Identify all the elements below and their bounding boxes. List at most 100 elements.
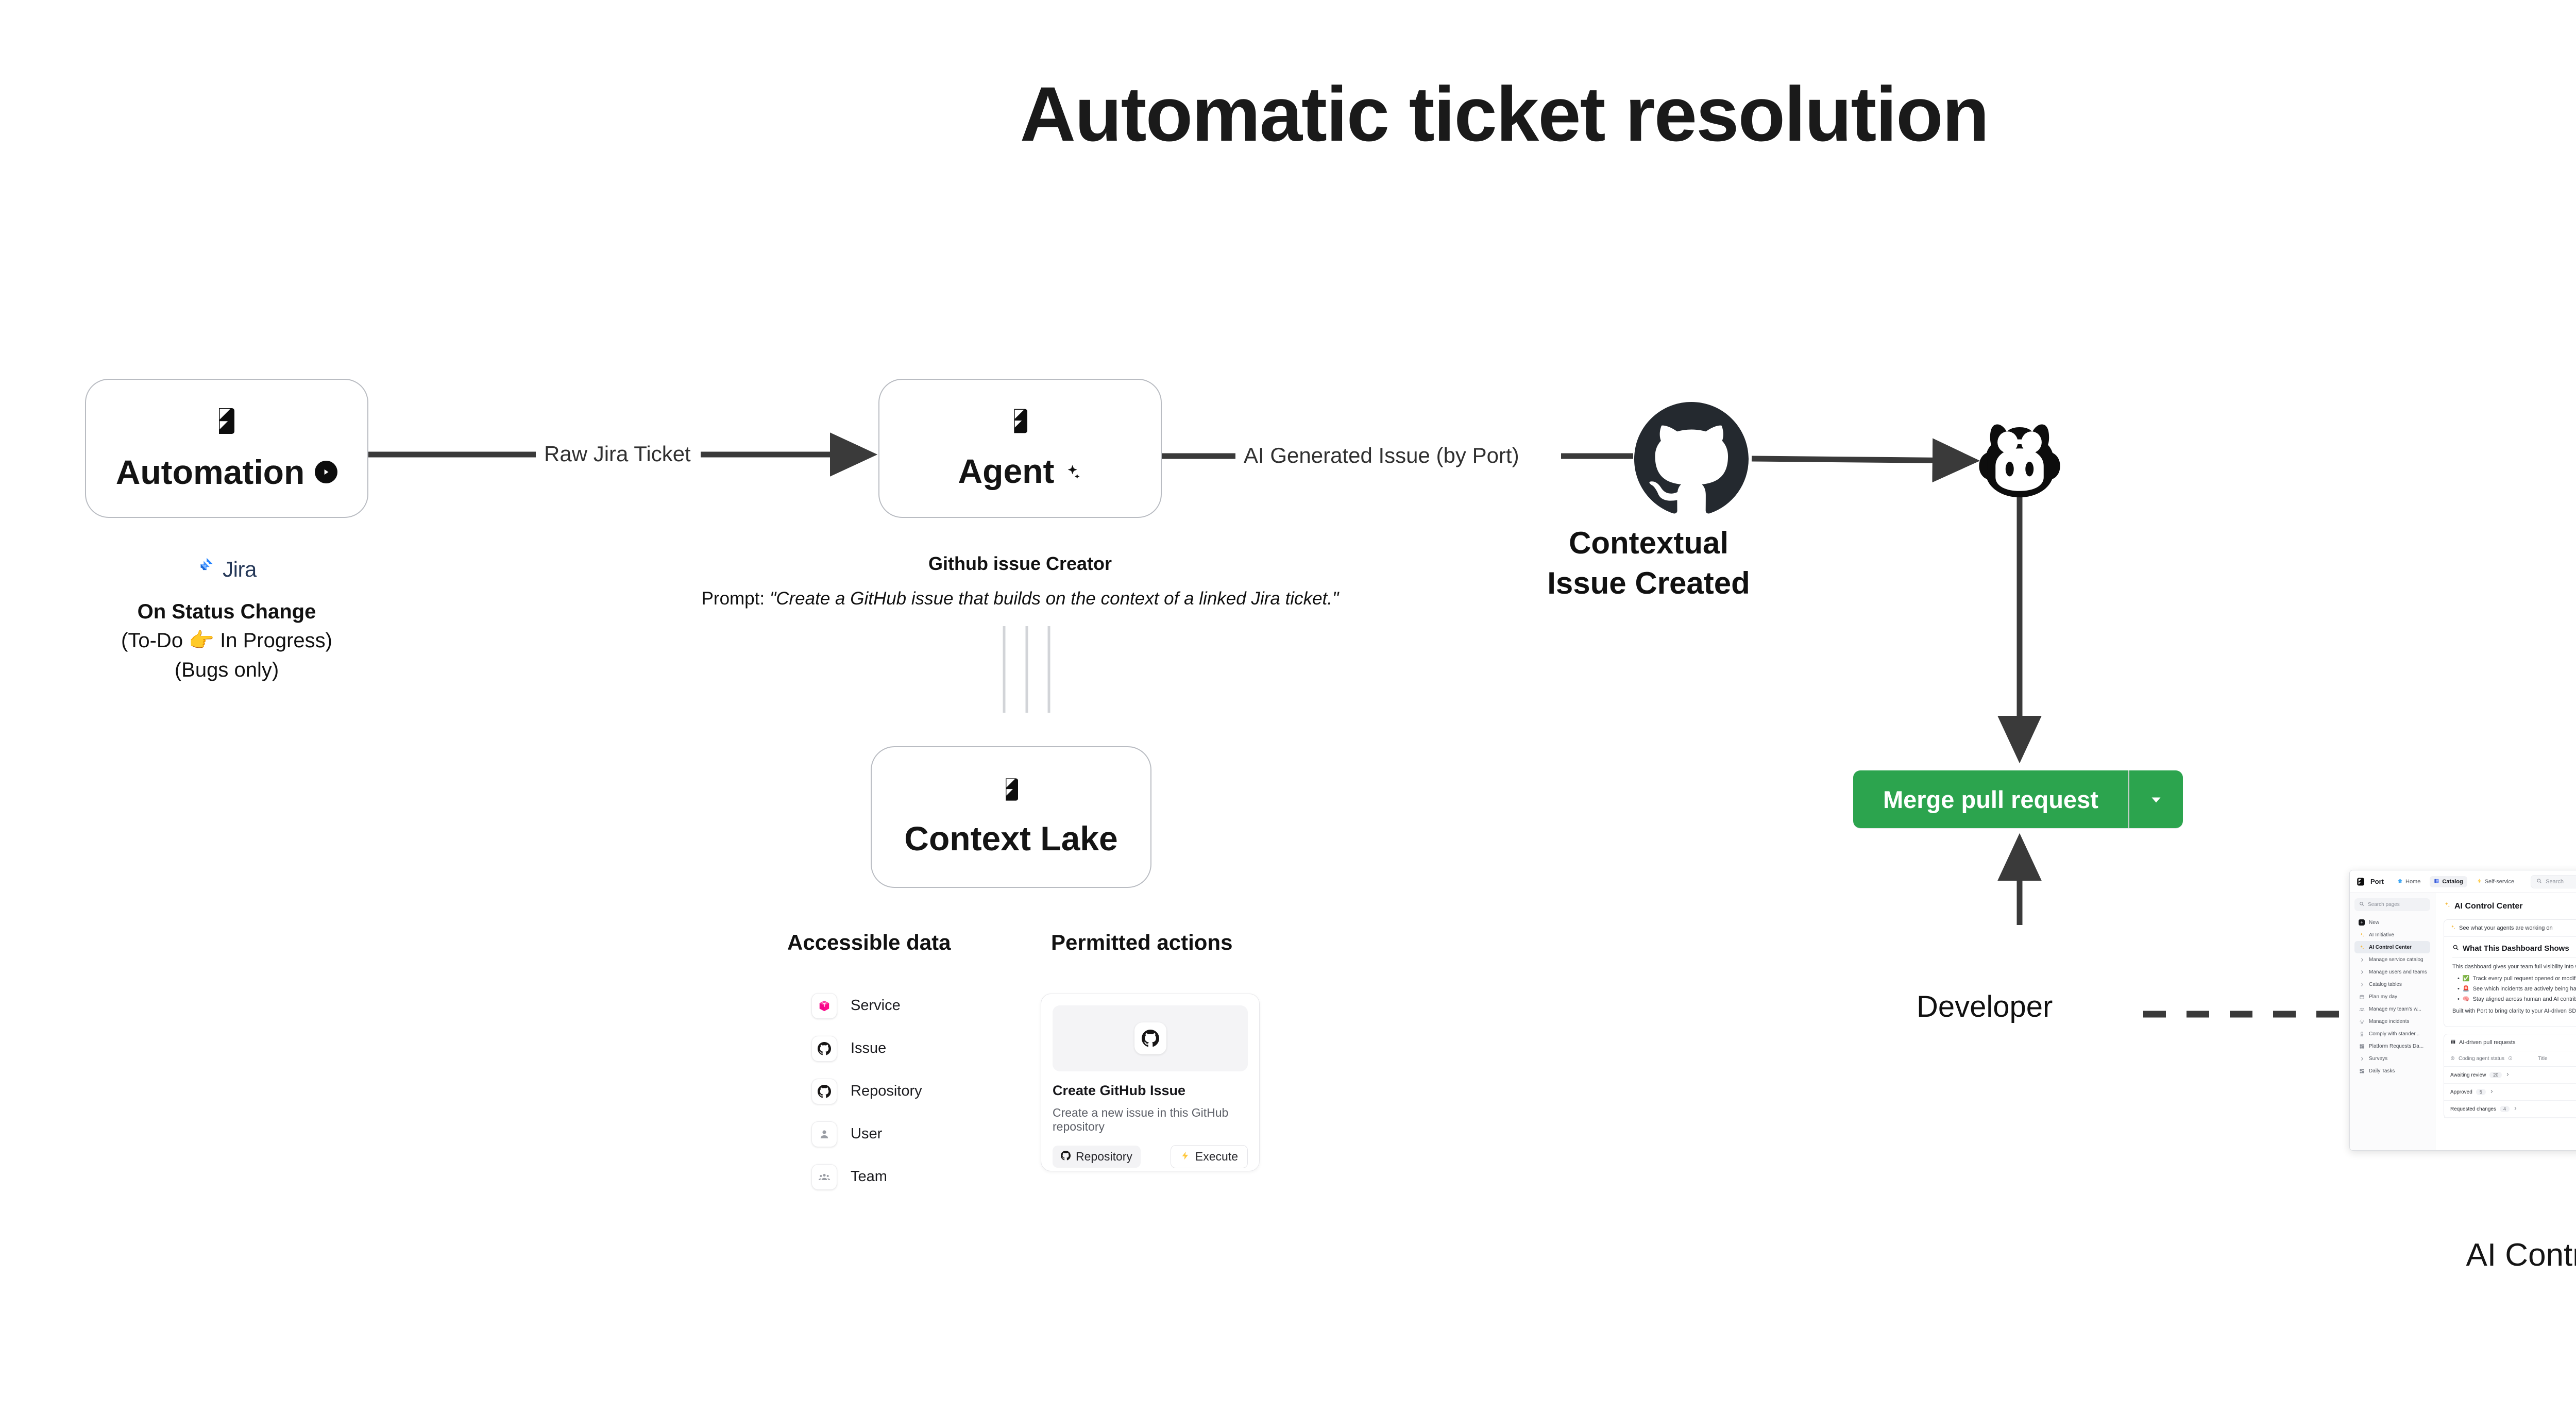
developer-label: Developer <box>1917 990 2053 1023</box>
agent-caption: Github issue Creator Prompt: "Create a G… <box>536 550 1504 612</box>
github-octocat-icon <box>1634 402 1749 519</box>
sidebar-item-plan-my-day[interactable]: Plan my day <box>2354 990 2430 1003</box>
status-label: Approved <box>2450 1089 2472 1095</box>
play-icon <box>315 460 338 483</box>
people-group-icon <box>811 1164 837 1190</box>
jira-logo-icon <box>197 554 216 584</box>
lightning-bolt-icon <box>2477 878 2482 885</box>
agent-caption-title: Github issue Creator <box>928 553 1112 574</box>
people-group-icon <box>2359 1006 2365 1012</box>
list-item-label: User <box>851 1125 883 1142</box>
column-header-status[interactable]: Coding agent status <box>2450 1056 2538 1062</box>
merge-pull-request-label: Merge pull request <box>1853 770 2128 828</box>
repository-tag[interactable]: Repository <box>1053 1146 1141 1168</box>
button-divider <box>2128 770 2129 828</box>
sidebar-item-manage-my-teams-work[interactable]: Manage my team's w... <box>2354 1003 2430 1015</box>
cell-status: Requested changes 4 <box>2450 1106 2538 1112</box>
page-title: AI Control Center <box>2444 901 2522 911</box>
prompt-text: "Create a GitHub issue that builds on th… <box>769 589 1339 609</box>
sidebar-item-ai-initiative[interactable]: AI Initiative <box>2354 929 2430 941</box>
nav-self-service[interactable]: Self-service <box>2472 876 2518 887</box>
port-logo-icon <box>211 406 242 439</box>
action-card-footer: Repository Execute <box>1053 1145 1248 1168</box>
app-body: Search pages + New AI Initiative AI Cont… <box>2350 893 2576 1150</box>
ai-driven-pull-requests-panel: AI-driven pull requests Coding agent sta… <box>2444 1034 2576 1118</box>
sidebar-search-input[interactable]: Search pages <box>2354 898 2430 911</box>
dashboard-footer: Built with Port to bring clarity to your… <box>2452 1008 2576 1014</box>
app-content: AI Control Center Widget <box>2435 893 2576 1150</box>
automation-scope: (Bugs only) <box>174 659 279 682</box>
sidebar-item-catalog-tables[interactable]: Catalog tables <box>2354 978 2430 990</box>
sidebar-item-comply-with-standards[interactable]: Comply with stander... <box>2354 1028 2430 1040</box>
permitted-actions-heading: Permitted actions <box>1051 930 1233 954</box>
table-row[interactable]: Awaiting review 20 <box>2444 1067 2576 1084</box>
node-automation[interactable]: Automation <box>85 379 368 518</box>
app-topbar: Port Home Catalog Self-service Search ⌘ … <box>2350 870 2576 893</box>
sidebar-item-surveys[interactable]: Surveys <box>2354 1052 2430 1065</box>
chevron-right-icon[interactable] <box>2505 1072 2510 1078</box>
chevron-right-icon[interactable] <box>2513 1106 2517 1112</box>
table-row[interactable]: Approved 5 <box>2444 1084 2576 1101</box>
node-agent[interactable]: Agent <box>878 379 1162 518</box>
bullet-text: See which incidents are actively being h… <box>2472 985 2576 992</box>
search-input[interactable]: Search ⌘ K <box>2531 875 2576 888</box>
table-row[interactable]: Requested changes 4 <box>2444 1101 2576 1118</box>
list-item-label: Team <box>851 1168 887 1185</box>
sidebar-item-manage-service-catalog[interactable]: Manage service catalog <box>2354 953 2430 966</box>
list-item[interactable]: Repository <box>811 1070 1028 1113</box>
sparkles-icon <box>2450 924 2456 932</box>
info-icon <box>2508 1056 2513 1062</box>
github-mark-icon <box>1134 1022 1166 1054</box>
node-agent-label: Agent <box>958 451 1082 491</box>
chevron-right-icon[interactable] <box>2489 1089 2494 1095</box>
home-icon <box>2397 878 2403 885</box>
merge-pull-request-button[interactable]: Merge pull request <box>1853 770 2183 828</box>
github-caption: Contextual Issue Created <box>1458 523 1839 603</box>
sidebar-item-manage-users-and-teams[interactable]: Manage users and teams <box>2354 966 2430 978</box>
node-context-lake[interactable]: Context Lake <box>871 746 1151 888</box>
filter-icon <box>2450 1056 2455 1062</box>
sidebar-item-daily-tasks[interactable]: Daily Tasks <box>2354 1065 2430 1077</box>
dashboard-bullets: • ✅ Track every pull request opened or m… <box>2458 975 2576 1003</box>
sidebar-item-new[interactable]: + New <box>2354 916 2430 929</box>
list-item[interactable]: Issue <box>811 1027 1028 1070</box>
github-mark-icon <box>1061 1150 1071 1164</box>
sidebar-item-ai-control-center[interactable]: AI Control Center <box>2354 941 2430 953</box>
list-item[interactable]: Service <box>811 984 1028 1027</box>
column-header-title[interactable]: Title <box>2538 1056 2548 1062</box>
action-card-create-github-issue[interactable]: Create GitHub Issue Create a new issue i… <box>1041 994 1260 1171</box>
chevron-down-icon[interactable] <box>2129 770 2183 828</box>
execute-button[interactable]: Execute <box>1170 1145 1248 1168</box>
nav-catalog[interactable]: Catalog <box>2430 876 2467 887</box>
ai-control-center-screenshot[interactable]: Port Home Catalog Self-service Search ⌘ … <box>2349 870 2576 1151</box>
github-copilot-icon <box>1974 418 2065 507</box>
cell-status: Approved 5 <box>2450 1089 2538 1095</box>
chevron-right-icon <box>2359 1055 2365 1062</box>
nav-home[interactable]: Home <box>2393 876 2425 887</box>
sidebar-item-manage-incidents[interactable]: Manage incidents <box>2354 1015 2430 1028</box>
cell-status: Awaiting review 20 <box>2450 1072 2538 1078</box>
accessible-data-list: Service Issue Repository User Team <box>811 984 1028 1198</box>
port-logo-icon <box>1006 407 1035 438</box>
sparkles-icon <box>2444 901 2451 911</box>
list-item[interactable]: User <box>811 1113 1028 1155</box>
execute-button-label: Execute <box>1195 1150 1238 1163</box>
page-header: AI Control Center Widget <box>2444 900 2576 913</box>
sidebar-item-platform-requests-dashboard[interactable]: Platform Requests Da... <box>2354 1040 2430 1052</box>
list-item: • ✅ Track every pull request opened or m… <box>2458 975 2576 982</box>
port-logo-icon <box>2356 877 2365 886</box>
search-icon <box>2536 878 2542 885</box>
page-title: Automatic ticket resolution <box>1020 71 1990 157</box>
port-logo-icon <box>998 776 1025 805</box>
sparkles-icon <box>1061 451 1082 491</box>
bullet-dot: • <box>2458 985 2460 992</box>
automation-caption: Jira On Status Change (To-Do 👉 In Progre… <box>31 554 422 685</box>
list-item-label: Repository <box>851 1083 922 1099</box>
bullet-emoji: ✅ <box>2462 976 2470 982</box>
bullet-text: Stay aligned across human and AI contrib… <box>2472 996 2576 1002</box>
list-item[interactable]: Team <box>811 1155 1028 1198</box>
dashboard-description-panel: What This Dashboard Shows This dashboard… <box>2444 937 2576 1027</box>
chevron-right-icon <box>2359 956 2365 963</box>
status-count: 5 <box>2476 1089 2486 1095</box>
